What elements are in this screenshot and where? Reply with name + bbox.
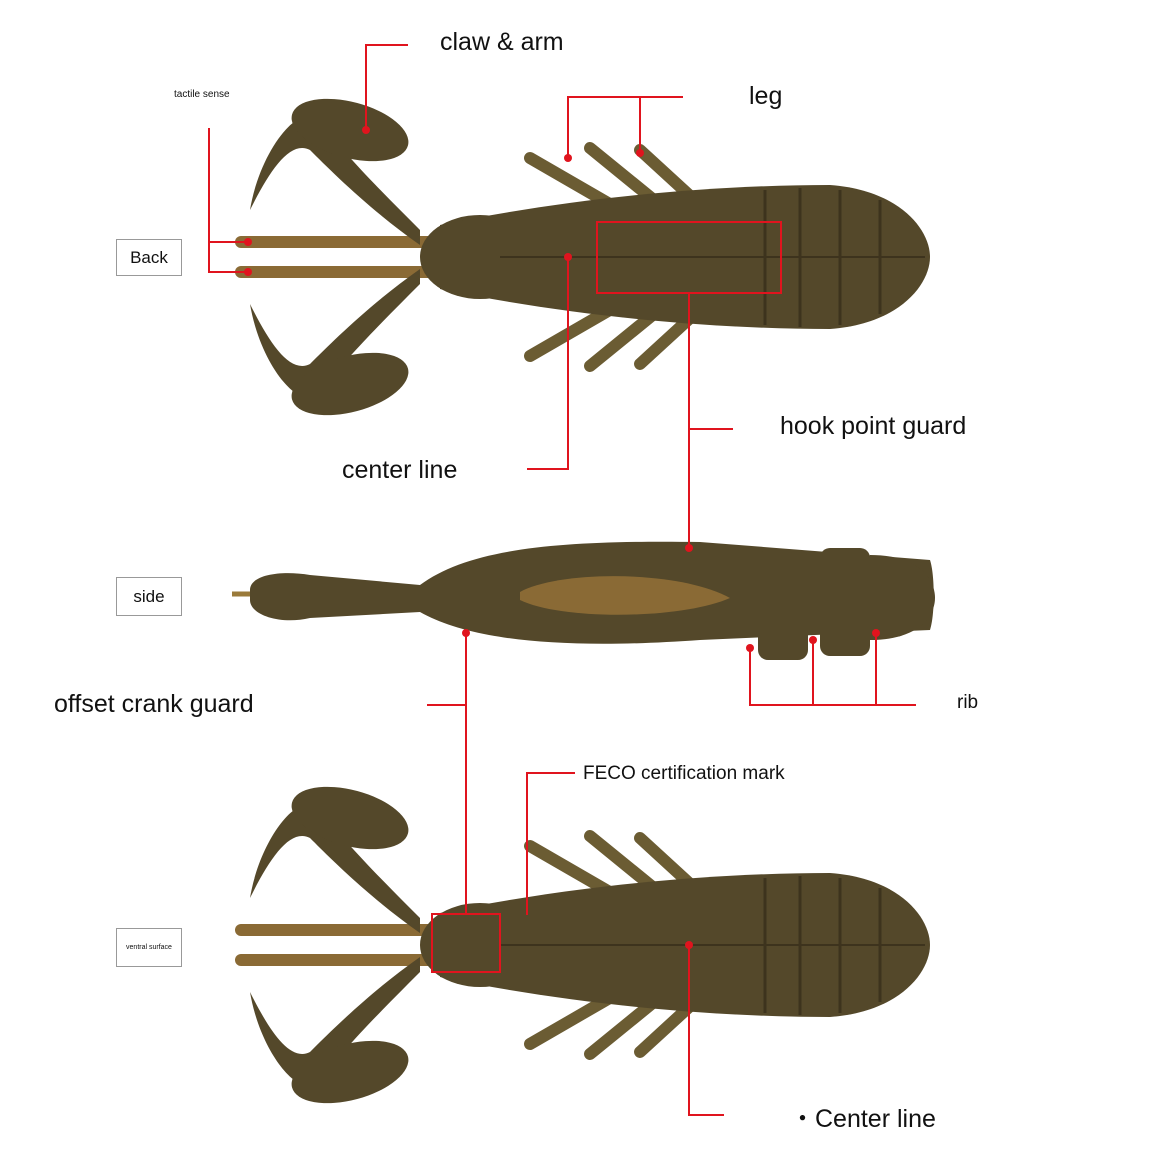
label-claw-arm: claw & arm xyxy=(440,28,564,56)
label-rib: rib xyxy=(957,692,979,713)
label-leg: leg xyxy=(749,82,783,110)
crawfish-ventral-view xyxy=(235,775,930,1114)
label-tactile-sense: tactile sense xyxy=(174,89,230,100)
leader-dots xyxy=(244,126,880,949)
label-feco-mark: FECO certification mark xyxy=(583,763,785,784)
label-hook-point-guard: hook point guard xyxy=(780,412,967,440)
crawfish-back-view xyxy=(235,87,930,426)
label-offset-crank-guard: offset crank guard xyxy=(54,690,254,718)
leader-lines xyxy=(208,44,916,1116)
view-label-ventral: ventral surface xyxy=(116,928,182,967)
view-label-back: Back xyxy=(116,239,182,276)
label-center-line-bottom: ・Center line xyxy=(790,1105,936,1133)
label-center-line-top: center line xyxy=(342,456,458,484)
view-label-side: side xyxy=(116,577,182,616)
crawfish-side-view xyxy=(232,541,935,660)
